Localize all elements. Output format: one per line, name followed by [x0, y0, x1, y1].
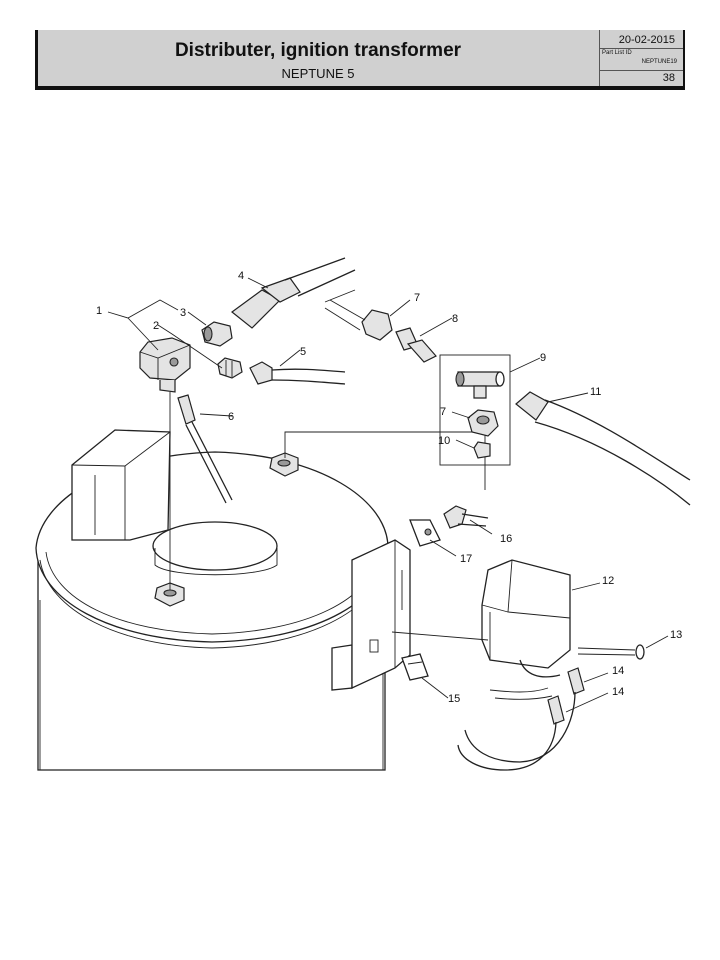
leader-12	[391, 631, 489, 641]
transformer-bracket	[331, 539, 411, 691]
callout-3: 3	[180, 307, 186, 319]
detail-box	[439, 354, 511, 466]
callout-12: 12	[602, 575, 614, 587]
callout-6: 6	[228, 411, 234, 423]
callout-10: 10	[438, 435, 450, 447]
callout-15: 15	[448, 693, 460, 705]
page-number: 38	[662, 72, 675, 84]
callout-7b: 7	[440, 406, 446, 418]
clip-17	[409, 519, 441, 547]
callout-14a: 14	[612, 665, 624, 677]
callout-17: 17	[460, 553, 472, 565]
gas-hose	[231, 257, 356, 329]
screw-13	[577, 644, 645, 660]
hose-11	[515, 391, 691, 506]
tee-9	[455, 371, 505, 399]
callout-13: 13	[670, 629, 682, 641]
cable-5	[249, 361, 346, 385]
title-cell: Distributer, ignition transformer NEPTUN…	[38, 30, 598, 86]
pilot-tube-8	[395, 327, 437, 363]
tank-nut-rear	[269, 452, 299, 477]
ignition-leads	[457, 667, 585, 771]
callout-9: 9	[540, 352, 546, 364]
callout-2: 2	[153, 320, 159, 332]
flue-box	[71, 429, 171, 541]
document-date: 20-02-2015	[618, 34, 675, 46]
olive-10	[473, 441, 491, 459]
callout-8: 8	[452, 313, 458, 325]
callout-16: 16	[500, 533, 512, 545]
part-list-label: Part List ID	[602, 50, 632, 56]
union-nut-7	[324, 299, 393, 341]
document-title: Distributer, ignition transformer	[174, 40, 462, 61]
clip-15	[401, 653, 429, 681]
detail-frame	[284, 431, 486, 490]
leader-lines	[107, 277, 669, 713]
meta-cell: 20-02-2015 Part List ID NEPTUNE19 38	[599, 30, 683, 86]
fitting-3	[201, 321, 233, 347]
fitting-2	[217, 357, 243, 379]
ignition-rod	[177, 394, 233, 504]
part-list-id: NEPTUNE19	[641, 59, 677, 65]
callout-4: 4	[238, 270, 244, 282]
heater-tank	[35, 451, 389, 771]
distributor-block	[139, 337, 191, 393]
tank-nut-front	[154, 582, 185, 607]
callout-11: 11	[590, 386, 601, 398]
callout-14b: 14	[612, 686, 624, 698]
title-block: Distributer, ignition transformer NEPTUN…	[35, 30, 685, 90]
callout-1: 1	[96, 305, 102, 317]
nut-7b	[467, 409, 499, 437]
callout-5: 5	[300, 346, 306, 358]
screw-16	[443, 505, 489, 529]
callout-7a: 7	[414, 292, 420, 304]
ignition-transformer-12	[481, 559, 571, 678]
document-subtitle: NEPTUNE 5	[281, 66, 355, 81]
